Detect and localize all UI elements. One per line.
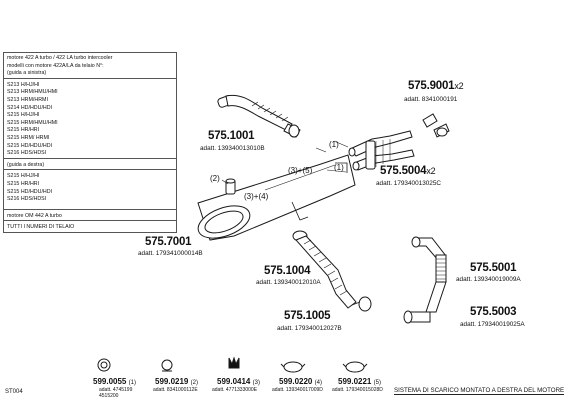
system-title: SISTEMA DI SCARICO MONTATO A DESTRA DEL …: [394, 387, 565, 395]
part-number: 575.7001: [145, 236, 192, 248]
legend-model: S215 H/HJ/HI: [4, 169, 176, 181]
pipe-575-5001-drawing: [403, 236, 447, 324]
legend-model: S215 HR/HRI: [7, 180, 40, 187]
part-number: 575.9001x2: [408, 80, 464, 92]
engine-models-legend: motore 422 A turbo / 422 LA turbo interc…: [3, 52, 177, 233]
legend-model: S213 HRM/HRMI: [7, 96, 48, 103]
bottom-part-adatt: adatt. 179340015028D: [332, 387, 383, 393]
drawing-code: ST004: [5, 389, 23, 395]
legend-frames: TUTTI I NUMERI DI TELAIO: [4, 220, 176, 233]
bottom-part-number: 599.0414 (3): [217, 377, 260, 386]
bottom-part-adatt: adatt. 8341000112E: [153, 387, 198, 393]
callout-label: (1): [334, 163, 344, 172]
part-number: 575.1001: [208, 130, 255, 142]
sleeve-575-9001-drawing: [422, 113, 450, 138]
legend-om-engine: motore OM 442 A turbo: [4, 208, 176, 221]
part-adatt: adatt. 179340012027B: [277, 325, 342, 332]
legend-model: S215 H/HJ/HI: [7, 112, 40, 119]
bottom-part-adatt: adatt. 4771333000E: [212, 387, 258, 393]
callout-label: (2): [210, 174, 220, 183]
bottom-part-adatt: adatt. 139340017009D: [272, 387, 323, 393]
bottom-clamps-drawing: [97, 356, 368, 373]
callout-label: (1): [329, 140, 339, 149]
ypipe-575-5004-drawing: [348, 130, 415, 171]
legend-header-line: modelli con motore 422A/LA da telaio N°:: [7, 62, 104, 69]
legend-model: S215 HRM/ HRMI: [7, 134, 50, 141]
bottom-part-number: 599.0055 (1): [93, 377, 136, 386]
muffler-575-7001-drawing: [197, 154, 356, 241]
part-number: 575.1005: [284, 310, 331, 322]
callout-label: (3)+(4): [244, 192, 269, 201]
part-number: 575.5003: [470, 306, 517, 318]
legend-model: S215 HD/HDU/HDI: [7, 188, 53, 195]
legend-model: S215 HR/HRI: [7, 127, 40, 134]
pipe-575-1004-drawing: [292, 230, 372, 312]
part-number: 575.5004x2: [380, 165, 436, 177]
part-adatt: adatt. 139340019009A: [456, 276, 521, 283]
part-adatt: adatt. 139340012010A: [256, 279, 321, 286]
bottom-part-number: 599.0219 (2): [155, 377, 198, 386]
legend-model: S215 HD/HDU/HDI: [7, 142, 53, 149]
legend-right-header: (guida a destra): [4, 157, 176, 170]
bottom-part-number: 599.0220 (4): [279, 377, 322, 386]
legend-model: S216 HDS/HDSI: [7, 150, 47, 157]
legend-model: S215 HRM/HMU/HMI: [7, 119, 58, 126]
legend-header-line: (guida a sinistra): [7, 70, 47, 77]
pipe-575-1001-drawing: [217, 94, 301, 138]
part-adatt: adatt. 179340013025C: [376, 180, 442, 187]
part-adatt: adatt. 139340013010B: [200, 145, 265, 152]
legend-model: S214 HD/HDU/HDI: [7, 104, 53, 111]
part-number: 575.1004: [264, 265, 311, 277]
bottom-part-number: 599.0221 (5): [338, 377, 381, 386]
legend-model: S213 HRM/HMU/HMI: [7, 89, 58, 96]
legend-header-line: motore 422 A turbo / 422 LA turbo interc…: [7, 55, 113, 61]
part-number: 575.5001: [470, 262, 517, 274]
part-adatt: adatt. 8341000191: [404, 96, 458, 103]
part-adatt: adatt. 179340019025A: [460, 321, 525, 328]
legend-model: S216 HDS/HDSI: [7, 196, 47, 203]
legend-model: S213 H/HJ/HI: [4, 77, 176, 90]
part-adatt: adatt. 179341000014B: [138, 250, 203, 257]
callout-label: (3)+(5): [288, 166, 313, 175]
